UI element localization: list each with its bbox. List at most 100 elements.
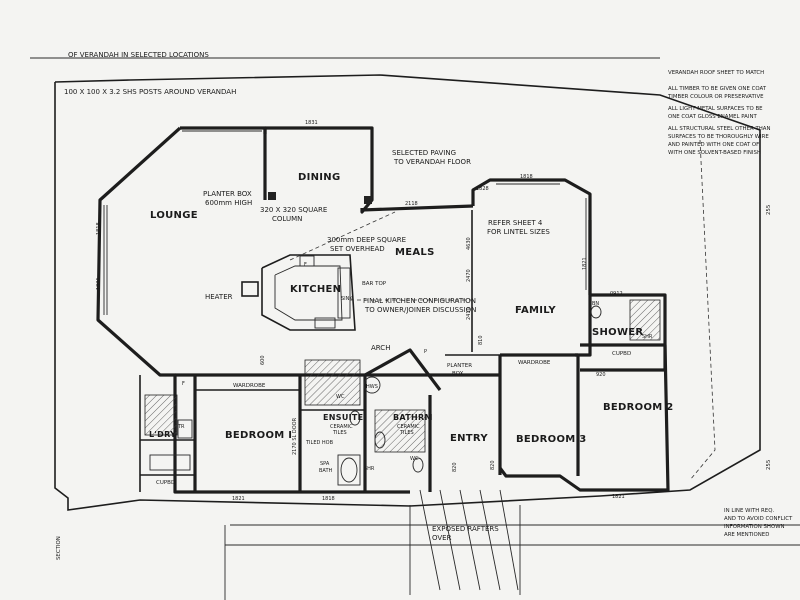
verandah-boundary	[54, 74, 761, 511]
kitchen-island-inner	[274, 265, 343, 321]
spa-bath	[337, 454, 361, 486]
fridge-label: F	[304, 262, 307, 268]
wardrobe-bed1: WARDROBE	[233, 383, 266, 389]
dining-walls	[265, 126, 374, 214]
overhead-beam-1	[289, 211, 396, 261]
dim-1818-lounge: 1818	[96, 222, 102, 235]
dining-column-2	[364, 196, 372, 204]
house-outline-west	[96, 126, 410, 494]
laundry-stairs	[144, 394, 178, 436]
dim-4630: 4630	[466, 237, 472, 250]
side-note-bottom-3: ARE MENTIONED	[724, 532, 769, 538]
cooktop	[314, 317, 336, 329]
side-note-top-3: ALL LIGHT METAL SURFACES TO BE	[668, 106, 763, 112]
shr-label: SHR	[364, 466, 375, 472]
sink-label: SINK	[341, 296, 353, 302]
right-number-top: 255	[766, 205, 772, 215]
side-note-top-4: ONE COAT GLOSS ENAMEL PAINT	[668, 114, 757, 120]
dim-2410: 2410	[466, 307, 472, 320]
kitchen-config-note-2: TO OWNER/JOINER DISCUSSION	[364, 306, 476, 314]
pantry-label: P	[424, 349, 427, 355]
dim-810: 810	[478, 335, 484, 345]
room-dining: DINING	[298, 172, 341, 183]
entry-diagonal-wall	[364, 348, 442, 391]
dim-0912: 0912	[610, 291, 623, 297]
side-notes-bottom: IN LINE WITH REQ. AND TO AVOID CONFLICT …	[724, 508, 793, 538]
bathroom-tiles-hatch	[374, 409, 426, 453]
dim-1828: 1828	[476, 186, 489, 192]
bn-label: BN	[592, 301, 599, 307]
dim-820b: 820	[452, 462, 458, 472]
column-note-2: COLUMN	[272, 215, 302, 223]
side-note-bottom-1: AND TO AVOID CONFLICT	[724, 516, 793, 522]
hws-label: HWS	[366, 384, 378, 390]
planter-box-2b: BOX	[452, 371, 464, 377]
room-bedroom1: BEDROOM I	[225, 430, 292, 441]
spa-bath-tub	[340, 457, 358, 483]
planter-box-height: 600mm HIGH	[205, 199, 252, 207]
bath-wc-label: WC	[410, 456, 419, 462]
shower-tray	[629, 299, 661, 341]
ensuite-ceramic-2: TILES	[332, 430, 347, 436]
posts-note-line1: 100 X 100 X 3.2 SHS POSTS AROUND VERANDA…	[64, 88, 236, 96]
bar-top-label: BAR TOP	[362, 281, 387, 287]
fridge-laundry-label: F	[182, 381, 185, 387]
lounge-window-marks	[103, 130, 587, 315]
refer-note-1: REFER SHEET 4	[488, 219, 543, 227]
room-meals: MEALS	[395, 247, 435, 258]
kitchen-island	[261, 254, 356, 331]
heater-box	[241, 281, 259, 297]
fridge-box	[299, 255, 315, 267]
spa-label: SPA	[320, 461, 330, 467]
side-note-bottom-2: INFORMATION SHOWN	[724, 524, 785, 530]
cupbd-laundry: CUPBD	[156, 480, 175, 486]
arch-label: ARCH	[371, 344, 390, 352]
kitchen-config-note-1: FINAL KITCHEN CONFIGURATION	[363, 297, 476, 305]
room-family: FAMILY	[515, 305, 556, 316]
side-note-top-8: WITH ONE SOLVENT-BASED FINISH	[668, 150, 761, 156]
dim-1821-bottom: 1821	[232, 496, 245, 502]
exposed-rafters-2: OVER	[432, 534, 452, 542]
overhead-note-1: 300mm DEEP SQUARE	[327, 236, 406, 244]
room-bedroom3: BEDROOM 3	[516, 434, 587, 445]
column-note-1: 320 X 320 SQUARE	[260, 206, 327, 214]
right-number-bottom: 255	[766, 460, 772, 470]
ensuite-wc-label: WC	[336, 394, 345, 400]
planter-box-note: PLANTER BOX	[203, 190, 252, 198]
room-entry: ENTRY	[450, 433, 488, 444]
sliding-door-label: 2170 SL DOOR	[292, 417, 298, 455]
bath-basin	[374, 431, 386, 449]
dim-1818-bottom: 1818	[322, 496, 335, 502]
laundry-tub	[177, 419, 193, 439]
dim-2470: 2470	[466, 269, 472, 282]
dim-1818: 1818	[520, 174, 533, 180]
paving-note-1: SELECTED PAVING	[392, 149, 456, 157]
bath-ceramic-1: CERAMIC	[397, 424, 420, 430]
dim-600: 600	[260, 355, 266, 365]
shower-basin	[590, 305, 602, 319]
room-shower: SHOWER	[592, 327, 643, 338]
refer-note-2: FOR LINTEL SIZES	[487, 228, 550, 236]
tr-label: TR	[177, 424, 185, 430]
exposed-rafters-1: EXPOSED RAFTERS	[432, 525, 499, 533]
paving-note-2: TO VERANDAH FLOOR	[393, 158, 471, 166]
room-laundry: L'DRY	[149, 430, 176, 439]
bath-ceramic-2: TILES	[399, 430, 414, 436]
shower-wall	[580, 293, 667, 372]
dim-1821: 1821	[582, 257, 588, 270]
dim-820: 820	[490, 460, 496, 470]
ensuite-robe-hatch	[304, 359, 361, 406]
planter-box-2a: PLANTER	[447, 363, 472, 369]
dining-column	[268, 192, 276, 200]
hws-circle	[363, 376, 381, 394]
room-bathrm: BATHRM	[393, 413, 433, 422]
room-bedroom2: BEDROOM 2	[603, 402, 674, 413]
family-bay-wall	[471, 178, 592, 295]
east-wall-family	[575, 220, 592, 357]
laundry-bench	[149, 454, 191, 471]
room-lounge: LOUNGE	[150, 210, 198, 221]
side-note-top-2: TIMBER COLOUR OR PRESERVATIVE	[667, 94, 764, 100]
kitchen-bench-sink	[337, 267, 351, 319]
side-notes-top: VERANDAH ROOF SHEET TO MATCH ALL TIMBER …	[667, 70, 771, 156]
